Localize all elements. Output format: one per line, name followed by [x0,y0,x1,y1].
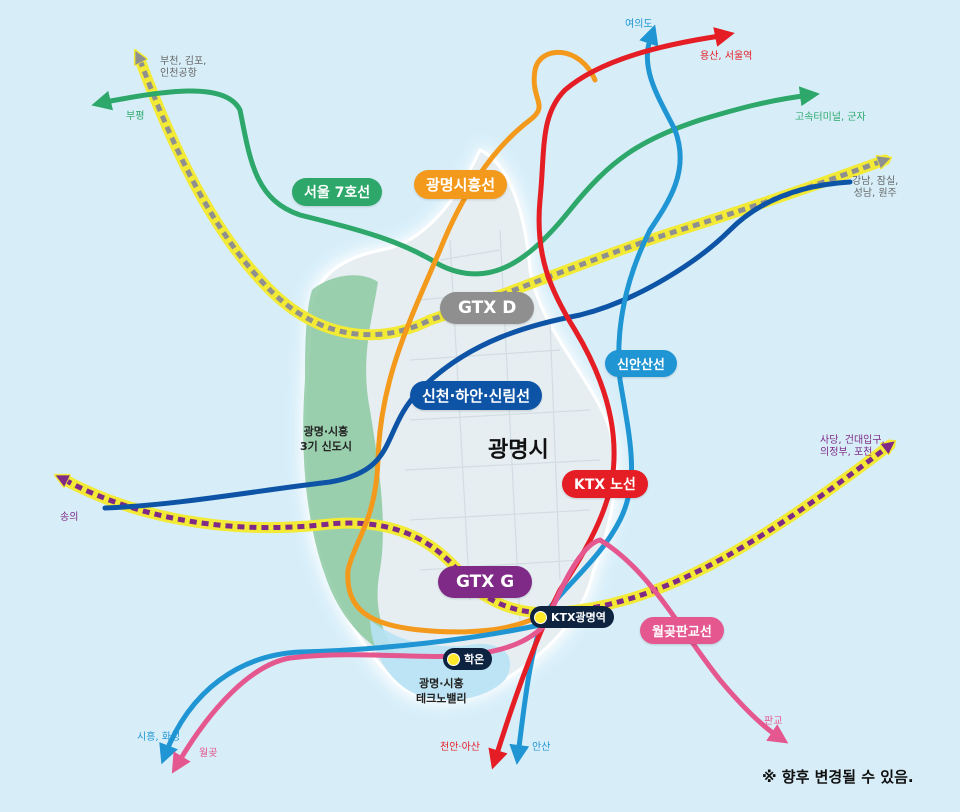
station-name: 학온 [464,653,485,666]
dest-yongsan: 용산, 서울역 [700,51,753,62]
sinansan-branch-line [159,622,543,765]
green-belt [303,275,400,660]
station-dot-icon [447,652,460,666]
label-sincheon-haan-sillim: 신천·하안·신림선 [410,381,542,410]
dest-sadang: 사당, 건대입구, 의정부, 포천 [820,435,885,458]
station-dot-icon [534,610,547,624]
station-hakon[interactable]: 학온 [443,648,493,670]
dest-ansan: 안산 [532,742,551,753]
techno-valley-label: 광명·시흥 테크노밸리 [416,677,467,705]
dest-gangnam: 강남, 잠실, 성남, 원주 [852,176,899,199]
sincheon-haan-sillim-line [102,179,853,511]
new-town-label: 광명·시흥 3기 신도시 [300,425,352,453]
dest-pangyo: 판교 [764,716,783,727]
label-sinansan: 신안산선 [605,350,677,377]
land-area [300,145,621,706]
dest-bupyeong: 부평 [126,111,145,122]
seoul7-line [102,86,820,277]
city-label: 광명시 [488,438,549,463]
label-ktx: KTX 노선 [562,470,648,498]
label-gtx-d: GTX D [440,292,535,324]
dest-cheonan: 천안·아산 [440,742,480,753]
dest-bucheon: 부천, 김포, 인천공항 [160,56,207,79]
station-ktx-gwangmyeong[interactable]: KTX광명역 [530,606,614,628]
dest-express-terminal: 고속터미널, 군자 [795,112,866,123]
dest-siheung: 시흥, 화성 [137,732,181,743]
change-notice: ※ 향후 변경될 수 있음. [762,768,914,786]
label-seoul7: 서울 7호선 [292,178,383,206]
label-wolgot-pangyo: 월곶판교선 [640,617,724,644]
dest-wolgot: 월곶 [199,748,218,759]
dest-songui: 송의 [60,512,79,523]
water-area [370,620,511,701]
gwangmyeong-siheung-line [345,49,598,635]
dest-yeouido: 여의도 [625,19,653,30]
label-gtx-g: GTX G [438,566,533,598]
label-gwangmyeong-siheung: 광명시흥선 [414,170,508,199]
gtx-d-line [138,56,885,341]
station-name: KTX광명역 [551,611,606,624]
